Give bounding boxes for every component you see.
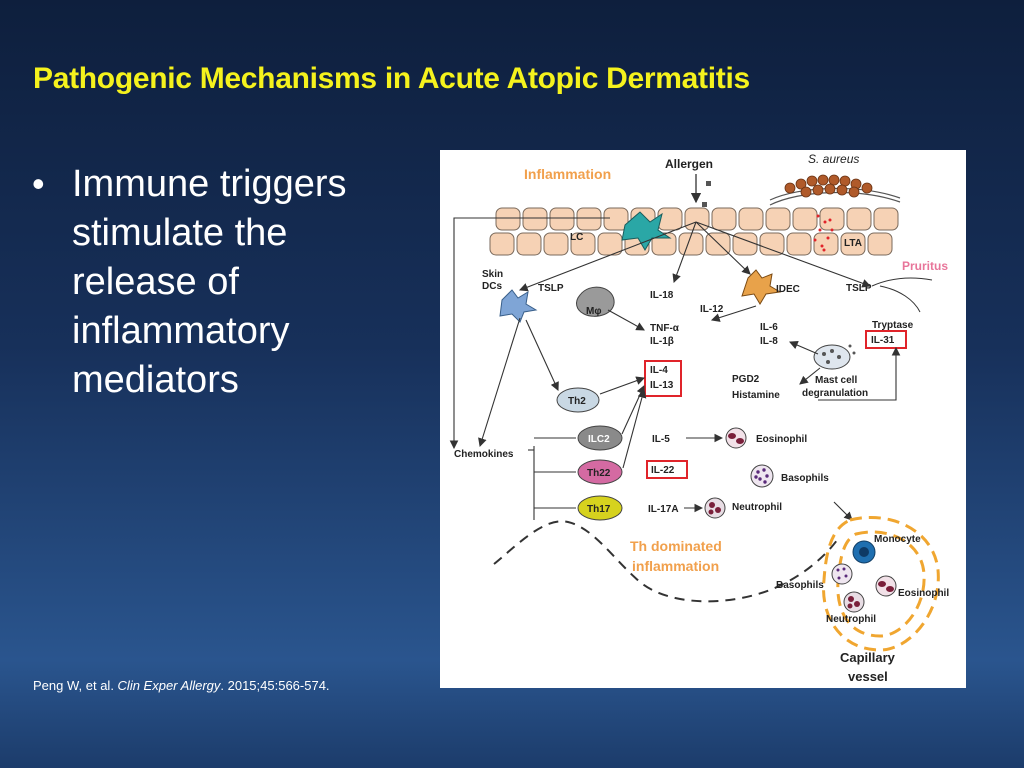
idec-label: IDEC [776, 284, 800, 295]
vessel-eosinophil-label: Eosinophil [898, 588, 949, 599]
pgd2-label: PGD2 [732, 374, 760, 385]
idec-icon [741, 269, 782, 305]
skin-dcs-label-2: DCs [482, 281, 502, 292]
th2-label: Th2 [568, 396, 586, 407]
pathway-arrows [449, 217, 901, 521]
citation-journal: Clin Exper Allergy [117, 678, 221, 693]
il1b-label: IL-1β [650, 336, 674, 347]
citation-details: . 2015;45:566-574. [220, 678, 330, 693]
s-aureus-colony [769, 174, 901, 252]
mast-cell-label-1: Mast cell [815, 375, 857, 386]
il8-label: IL-8 [760, 336, 778, 347]
bullet-dot: • [32, 163, 45, 204]
ilc2-cell-icon [577, 425, 623, 451]
il31-label: IL-31 [871, 335, 895, 346]
vessel-neutrophil-icon [843, 591, 865, 613]
dermis-boundary [493, 520, 841, 603]
th17-label: Th17 [587, 504, 611, 515]
tslp-left-label: TSLP [538, 283, 564, 294]
citation-authors: Peng W, et al. [33, 678, 118, 693]
bullet-text: Immune triggers stimulate the release of… [72, 163, 347, 401]
vessel-neutrophil-label: Neutrophil [826, 614, 876, 625]
langerhans-cell-icon [621, 211, 672, 251]
capillary-label-2: vessel [848, 669, 888, 684]
macrophage-label: Mφ [586, 306, 601, 317]
ilc2-label: ILC2 [588, 434, 610, 445]
eosinophil-label: Eosinophil [756, 434, 807, 445]
citation: Peng W, et al. Clin Exper Allergy. 2015;… [33, 678, 330, 693]
il18-label: IL-18 [650, 290, 674, 301]
basophils-label: Basophils [781, 473, 829, 484]
pathogenesis-diagram: Inflammation Allergen S. aureus LC LTA P… [449, 152, 949, 684]
il13-label: IL-13 [650, 380, 674, 391]
slide-title: Pathogenic Mechanisms in Acute Atopic De… [33, 62, 750, 95]
neutrophil-label: Neutrophil [732, 502, 782, 513]
monocyte-icon [852, 540, 876, 564]
il22-label: IL-22 [651, 465, 675, 476]
tslp-right-label: TSLP [846, 283, 872, 294]
th-dominated-label-2: inflammation [632, 558, 719, 574]
pathogenesis-figure: Inflammation Allergen S. aureus LC LTA P… [440, 150, 966, 688]
th17-cell-icon [577, 495, 623, 521]
il31-highlight-box [865, 330, 907, 349]
mast-cell-label-2: degranulation [802, 388, 868, 399]
tnfa-label: TNF-α [650, 323, 680, 334]
th22-cell-icon [577, 459, 623, 485]
th22-label: Th22 [587, 468, 611, 479]
neutrophil-icon [704, 497, 726, 519]
il5-label: IL-5 [652, 434, 670, 445]
mast-cell-icon [813, 344, 856, 370]
allergen-label: Allergen [665, 157, 713, 171]
vessel-basophils-label: Basophils [776, 580, 824, 591]
bullet-list: • Immune triggers stimulate the release … [32, 160, 422, 405]
vessel-basophil-icon [831, 563, 853, 585]
inflammation-label: Inflammation [524, 166, 611, 182]
il6-label: IL-6 [760, 322, 778, 333]
il22-highlight-box [646, 460, 688, 479]
eosinophil-icon [725, 427, 747, 449]
s-aureus-label: S. aureus [808, 152, 859, 166]
keratinocyte-layer [489, 207, 899, 256]
capillary-vessel [822, 515, 940, 652]
il12-label: IL-12 [700, 304, 724, 315]
lta-label: LTA [844, 238, 862, 249]
basophil-icon [750, 464, 774, 488]
skin-dc-icon [499, 289, 538, 323]
pruritus-label: Pruritus [902, 259, 948, 273]
il17a-label: IL-17A [648, 504, 679, 515]
chemokines-label: Chemokines [454, 449, 514, 460]
th2-cell-icon [556, 387, 600, 413]
capillary-label-1: Capillary [840, 650, 896, 665]
skin-dcs-label-1: Skin [482, 269, 503, 280]
histamine-label: Histamine [732, 390, 780, 401]
vessel-eosinophil-icon [875, 575, 897, 597]
il4-label: IL-4 [650, 365, 668, 376]
th-dominated-label-1: Th dominated [630, 538, 722, 554]
tryptase-label: Tryptase [872, 320, 914, 331]
monocyte-label: Monocyte [874, 534, 921, 545]
macrophage-icon [576, 286, 615, 317]
lc-label: LC [570, 232, 583, 243]
